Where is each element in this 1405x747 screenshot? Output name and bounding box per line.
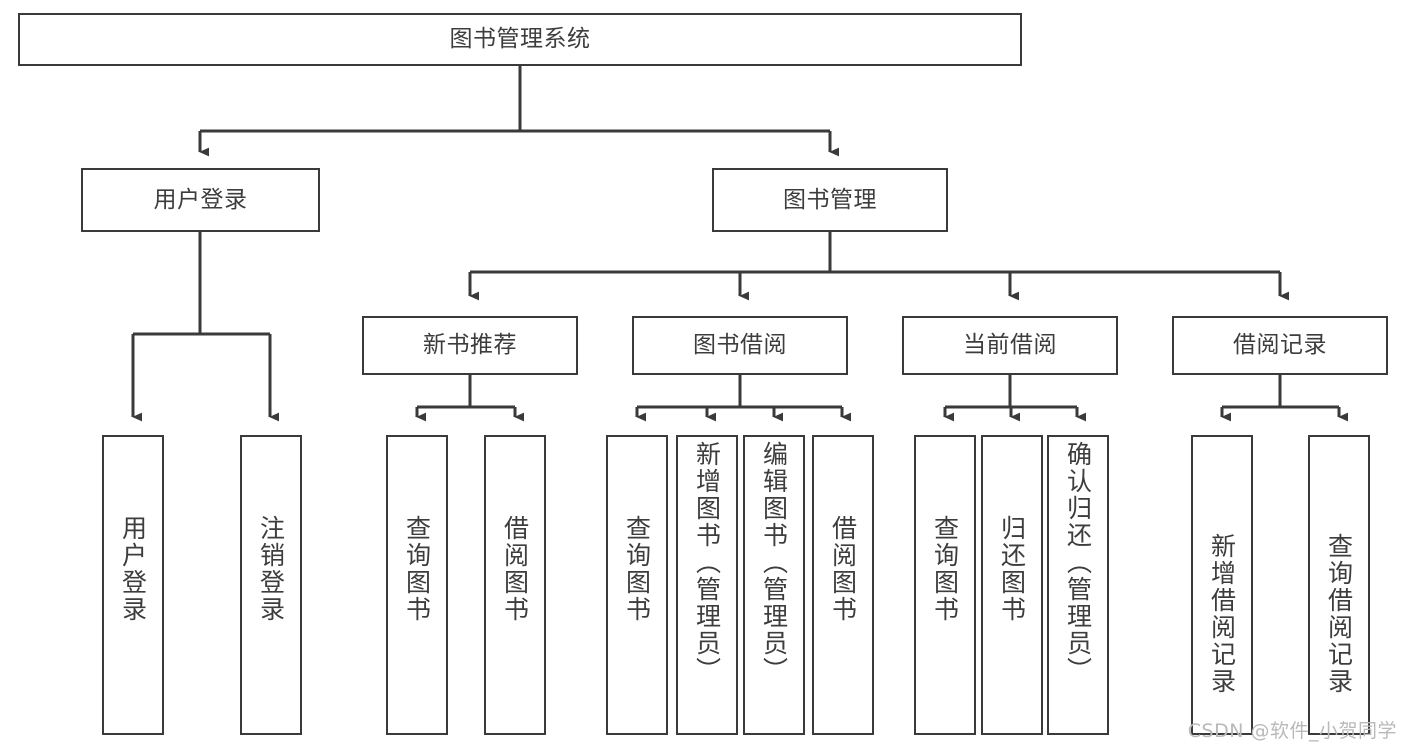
node-leaf-confirm-return[interactable]: 确认归还（管理员） [1047, 435, 1109, 735]
node-leaf-user-logout-label: 注销登录 [256, 515, 286, 623]
node-leaf-query-record[interactable]: 查询借阅记录 [1308, 435, 1370, 735]
node-leaf-query-book-1-label: 查询图书 [402, 515, 432, 623]
node-leaf-edit-book-label: 编辑图书（管理员） [759, 441, 789, 684]
node-leaf-borrow-book-2-label: 借阅图书 [828, 515, 858, 623]
node-leaf-return-book-label: 归还图书 [997, 515, 1027, 623]
node-leaf-query-book-2-label: 查询图书 [622, 515, 652, 623]
node-leaf-borrow-book-2[interactable]: 借阅图书 [812, 435, 874, 735]
node-user-login-label: 用户登录 [153, 186, 248, 213]
node-leaf-query-book-1[interactable]: 查询图书 [386, 435, 448, 735]
node-leaf-user-login-label: 用户登录 [118, 515, 148, 623]
node-leaf-edit-book[interactable]: 编辑图书（管理员） [743, 435, 805, 735]
node-leaf-query-book-3-label: 查询图书 [930, 515, 960, 623]
node-book-borrow-label: 图书借阅 [693, 332, 787, 359]
node-root-system[interactable]: 图书管理系统 [18, 13, 1022, 66]
node-leaf-add-record-label: 新增借阅记录 [1207, 533, 1237, 695]
node-borrow-record-label: 借阅记录 [1233, 332, 1327, 359]
node-current-borrow-label: 当前借阅 [963, 332, 1057, 359]
node-leaf-query-book-2[interactable]: 查询图书 [606, 435, 668, 735]
node-leaf-add-book-label: 新增图书（管理员） [692, 441, 722, 684]
node-borrow-record[interactable]: 借阅记录 [1172, 316, 1388, 375]
node-leaf-user-logout[interactable]: 注销登录 [240, 435, 302, 735]
node-leaf-borrow-book-1[interactable]: 借阅图书 [484, 435, 546, 735]
node-book-management-label: 图书管理 [783, 186, 877, 213]
node-leaf-borrow-book-1-label: 借阅图书 [500, 515, 530, 623]
node-leaf-query-record-label: 查询借阅记录 [1324, 533, 1354, 695]
node-leaf-user-login[interactable]: 用户登录 [102, 435, 164, 735]
csdn-watermark: CSDN @软件_小贺同学 [1187, 720, 1397, 742]
node-user-login[interactable]: 用户登录 [81, 168, 320, 232]
node-book-management[interactable]: 图书管理 [712, 168, 948, 232]
node-leaf-add-book[interactable]: 新增图书（管理员） [676, 435, 738, 735]
node-book-borrow[interactable]: 图书借阅 [632, 316, 848, 375]
node-new-book-recommend-label: 新书推荐 [423, 332, 517, 359]
node-new-book-recommend[interactable]: 新书推荐 [362, 316, 578, 375]
node-current-borrow[interactable]: 当前借阅 [902, 316, 1118, 375]
node-leaf-query-book-3[interactable]: 查询图书 [914, 435, 976, 735]
node-root-system-label: 图书管理系统 [449, 26, 591, 53]
node-leaf-return-book[interactable]: 归还图书 [981, 435, 1043, 735]
node-leaf-confirm-return-label: 确认归还（管理员） [1063, 441, 1093, 684]
node-leaf-add-record[interactable]: 新增借阅记录 [1191, 435, 1253, 735]
